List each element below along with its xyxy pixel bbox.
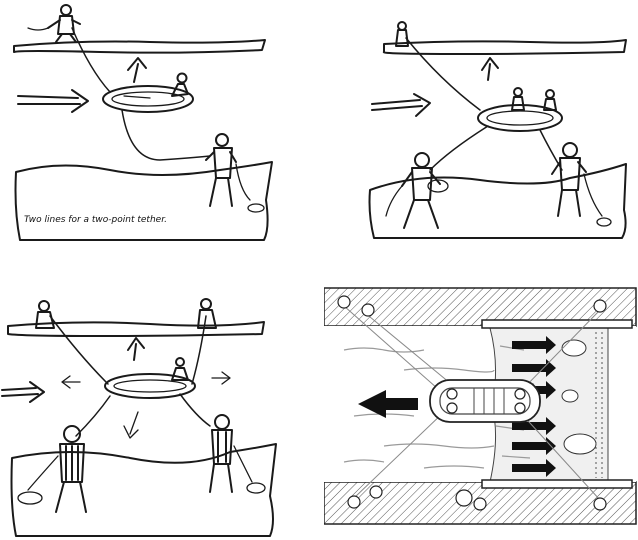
tether-rope-near-right <box>179 393 211 427</box>
bank-person-left <box>35 300 55 329</box>
far-bank <box>382 39 627 55</box>
belay-person-right <box>209 414 266 494</box>
belay-person-right <box>551 142 612 227</box>
bank-people <box>337 295 607 511</box>
tether-rope-far-left <box>49 315 109 385</box>
panel-top-view-tether <box>324 286 638 540</box>
upstream-arrow <box>127 337 145 361</box>
bank-person <box>27 4 81 43</box>
panel-4-drawing <box>324 287 637 525</box>
belay-person-left <box>385 152 449 229</box>
bottom-platform <box>481 479 633 489</box>
flow-arrow-right <box>211 371 231 385</box>
bank-person-right <box>197 298 217 329</box>
raft <box>102 72 194 113</box>
far-bank <box>7 321 265 337</box>
panel-2-drawing <box>368 21 627 239</box>
downstream-arrow <box>123 411 139 439</box>
tether-rope-left <box>429 125 489 171</box>
current-arrow <box>371 93 431 117</box>
tether-rope-near-left <box>75 395 111 437</box>
panel-1-caption: Two lines for a two-point tether. <box>24 215 167 225</box>
current-arrow <box>1 381 45 403</box>
tether-rope-lower <box>121 109 211 161</box>
flow-arrow-left <box>61 375 81 389</box>
panel-3-drawing <box>1 298 277 537</box>
panel-1-drawing: Two lines for a two-point tether. <box>13 4 273 241</box>
tether-rope-upper <box>71 27 111 93</box>
current-arrow <box>17 89 89 113</box>
bank-person <box>395 21 409 47</box>
upstream-arrow <box>481 57 499 81</box>
raft-top-view <box>429 379 541 423</box>
near-bank <box>10 443 277 537</box>
tether-rope-far <box>405 37 481 111</box>
belay-person <box>205 133 265 213</box>
near-bank <box>14 161 273 241</box>
tether-rope-far-right <box>191 315 207 385</box>
raft <box>477 87 563 132</box>
panel-four-point-tether <box>0 286 300 540</box>
far-bank <box>13 39 266 54</box>
raft-direction-arrow <box>358 390 418 418</box>
raft <box>104 357 196 399</box>
panel-two-point-tether: Two lines for a two-point tether. <box>0 0 300 250</box>
belay-person-left <box>17 425 87 513</box>
near-bank <box>368 163 627 239</box>
top-platform <box>481 319 633 329</box>
panel-three-point-tether <box>340 0 638 250</box>
upstream-arrow <box>127 57 147 83</box>
tether-lines <box>343 305 601 501</box>
